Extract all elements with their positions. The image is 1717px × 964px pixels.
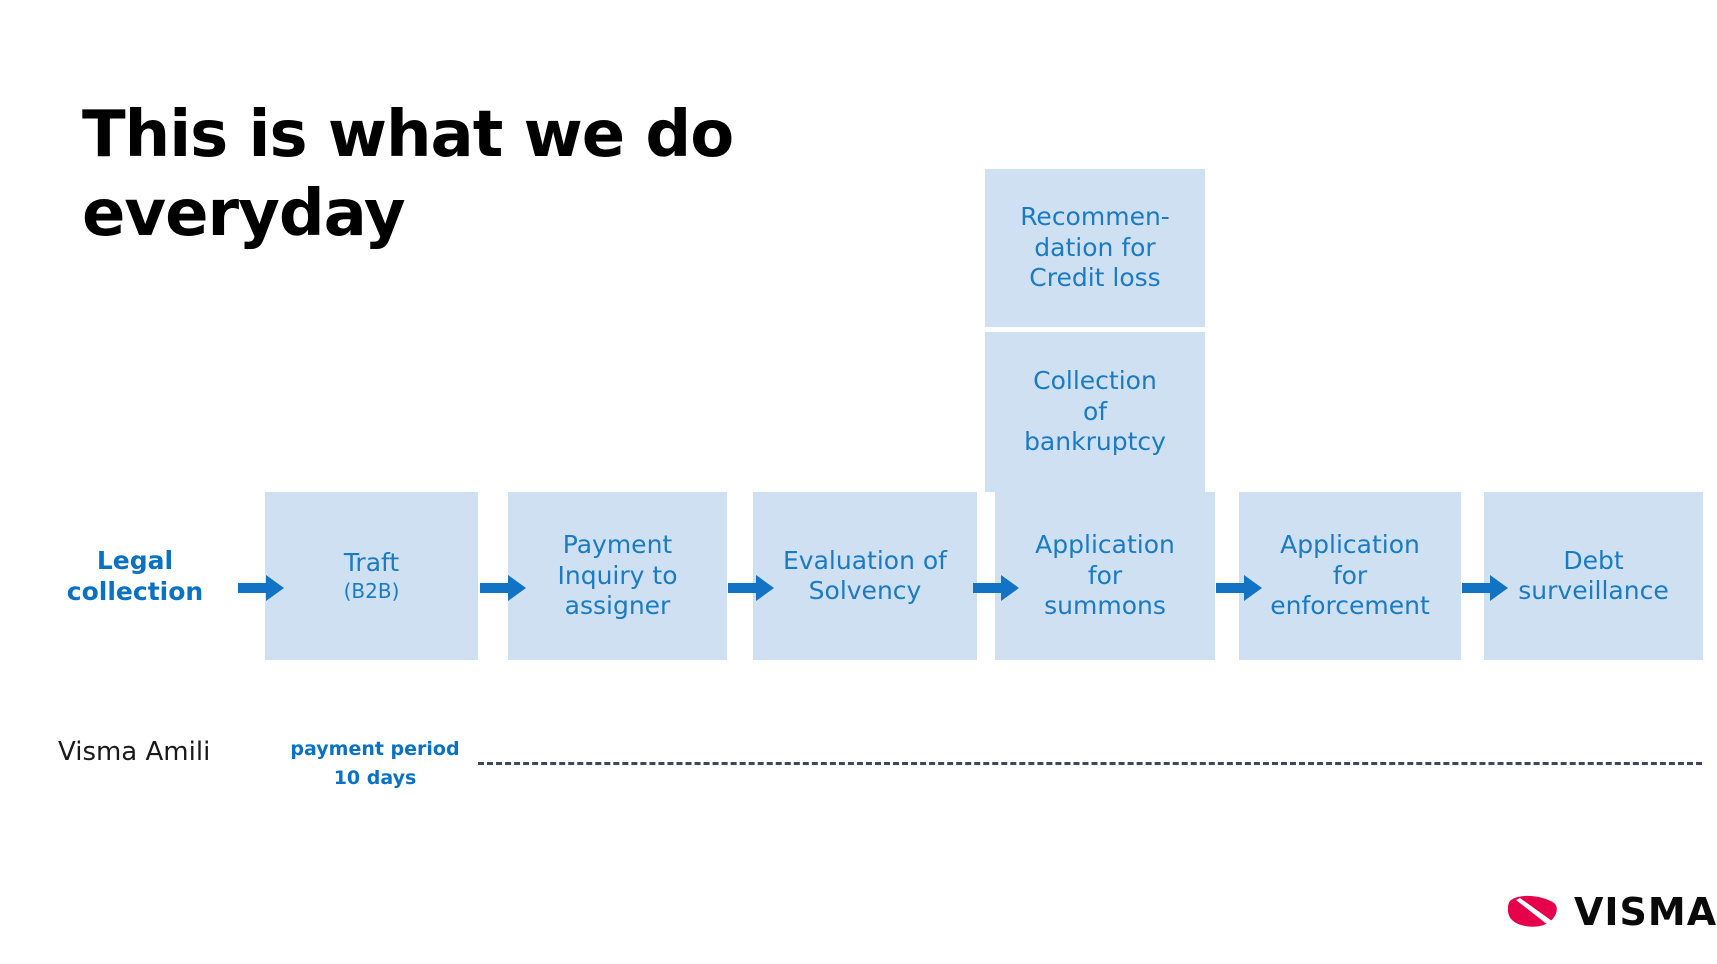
timeline-dashed-line [478,762,1702,765]
arrow-icon-to-payment-inquiry [480,573,526,603]
arrow-icon-to-enforcement [1216,573,1262,603]
process-box-evaluation-of-solvency[interactable]: Evaluation of Solvency [753,492,977,660]
process-box-debt-surveillance[interactable]: Debt surveillance [1484,492,1703,660]
process-box-recommendation-credit-loss[interactable]: Recommen- dation for Credit loss [985,169,1205,327]
process-box-application-for-summons[interactable]: Application for summons [995,492,1215,660]
arrow-icon-to-evaluation [728,573,774,603]
process-box-application-for-enforcement[interactable]: Application for enforcement [1239,492,1461,660]
process-box-traft[interactable]: Traft (B2B) [265,492,478,660]
arrow-icon-to-traft [238,573,284,603]
process-box-traft-label: Traft [343,548,400,578]
process-box-collection-of-bankruptcy[interactable]: Collection of bankruptcy [985,332,1205,492]
lane-label-legal-collection: Legal collection [66,546,204,607]
visma-logo-text: VISMA [1574,890,1717,934]
process-box-payment-inquiry[interactable]: Payment Inquiry to assigner [508,492,727,660]
process-box-traft-sublabel: (B2B) [343,579,400,604]
arrow-icon-to-debt-surveillance [1462,573,1508,603]
arrow-icon-to-summons [973,573,1019,603]
page-title: This is what we do everyday [82,98,734,252]
payment-period-label: payment period 10 days [290,738,460,789]
footer-product-label: Visma Amili [58,737,211,767]
visma-logo: VISMA [1507,890,1717,934]
visma-swoosh-icon [1507,895,1560,929]
